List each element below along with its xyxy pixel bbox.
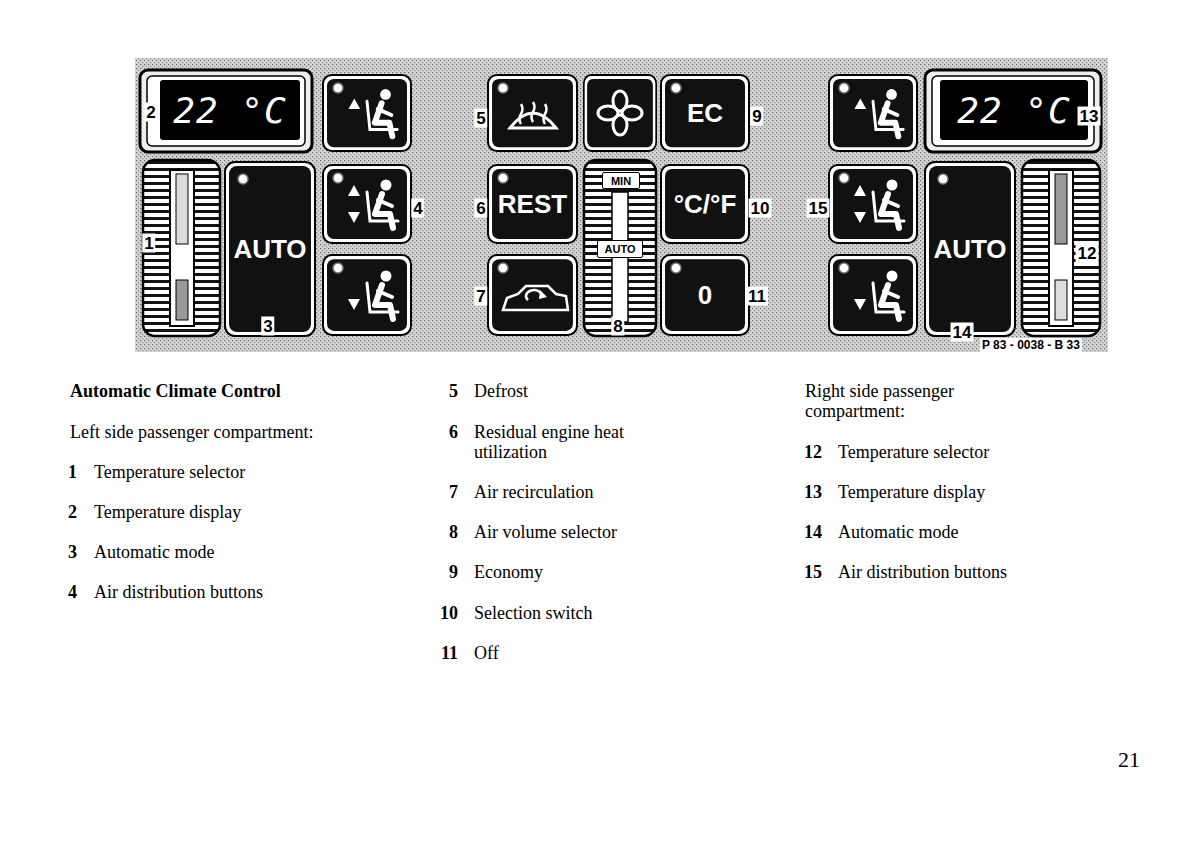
list-text: Residual engine heat utilization <box>474 422 664 462</box>
section-heading: Right side passenger compartment: <box>805 381 1005 421</box>
callout-number: 2 <box>144 103 157 122</box>
list-text: Automatic mode <box>838 522 1138 542</box>
auto-button: AUTO <box>229 166 311 332</box>
list-text: Air recirculation <box>474 482 774 502</box>
figure-code: P 83 - 0038 - B 33 <box>980 338 1082 352</box>
callout-number: 6 <box>474 199 487 218</box>
button-text: 22 °C <box>173 90 286 131</box>
callout-number: 7 <box>474 287 487 306</box>
callout-number: 3 <box>261 317 274 336</box>
button-text: °C/°F <box>674 189 737 220</box>
button-text: 22 °C <box>957 90 1070 131</box>
list-text: Temperature display <box>838 482 1138 502</box>
callout-number: 1 <box>142 234 155 253</box>
list-number: 4 <box>47 582 77 602</box>
button-text: REST <box>498 189 567 220</box>
callout-number: 11 <box>746 287 768 306</box>
list-number: 15 <box>792 562 822 582</box>
list-number: 10 <box>428 603 458 623</box>
callout-number: 4 <box>411 199 424 218</box>
list-number: 11 <box>428 643 458 663</box>
list-number: 2 <box>47 502 77 522</box>
list-number: 9 <box>428 562 458 582</box>
title: Automatic Climate Control <box>70 381 281 401</box>
list-number: 7 <box>428 482 458 502</box>
temperature-display: 22 °C <box>940 80 1088 140</box>
callout-number: 12 <box>1076 244 1099 263</box>
button-text: AUTO <box>233 234 306 265</box>
list-text: Selection switch <box>474 603 774 623</box>
button-text: 0 <box>698 280 712 311</box>
button-text: EC <box>687 98 723 129</box>
callout-number: 15 <box>807 199 830 218</box>
list-text: Temperature display <box>94 502 394 522</box>
list-number: 1 <box>47 462 77 482</box>
list-number: 13 <box>792 482 822 502</box>
list-text: Temperature selector <box>94 462 394 482</box>
list-text: Automatic mode <box>94 542 394 562</box>
list-number: 6 <box>428 422 458 442</box>
unit-selection-button: °C/°F <box>660 164 750 244</box>
temperature-display: 22 °C <box>160 80 300 140</box>
list-number: 5 <box>428 381 458 401</box>
callout-number: 13 <box>1078 107 1101 126</box>
rest-button: REST <box>487 164 578 244</box>
callout-number: 9 <box>750 107 763 126</box>
callout-number: 14 <box>951 323 974 342</box>
callout-number: 5 <box>474 109 487 128</box>
list-number: 12 <box>792 442 822 462</box>
list-number: 8 <box>428 522 458 542</box>
list-text: Air volume selector <box>474 522 774 542</box>
list-text: Air distribution buttons <box>838 562 1138 582</box>
economy-button: EC <box>660 74 750 152</box>
list-number: 3 <box>47 542 77 562</box>
off-button: 0 <box>660 254 750 336</box>
wheel-marker: AUTO <box>597 240 643 258</box>
list-text: Defrost <box>474 381 774 401</box>
callout-number: 10 <box>749 199 772 218</box>
button-text: MIN <box>611 175 631 187</box>
list-number: 14 <box>792 522 822 542</box>
page-number: 21 <box>1118 748 1140 772</box>
button-text: AUTO <box>605 243 636 255</box>
callout-number: 8 <box>611 317 624 336</box>
list-text: Temperature selector <box>838 442 1138 462</box>
auto-button: AUTO <box>929 166 1011 332</box>
list-text: Economy <box>474 562 774 582</box>
wheel-marker: MIN <box>602 172 640 189</box>
list-text: Air distribution buttons <box>94 582 394 602</box>
list-text: Off <box>474 643 774 663</box>
section-heading: Left side passenger compartment: <box>70 422 390 442</box>
button-text: AUTO <box>933 234 1006 265</box>
